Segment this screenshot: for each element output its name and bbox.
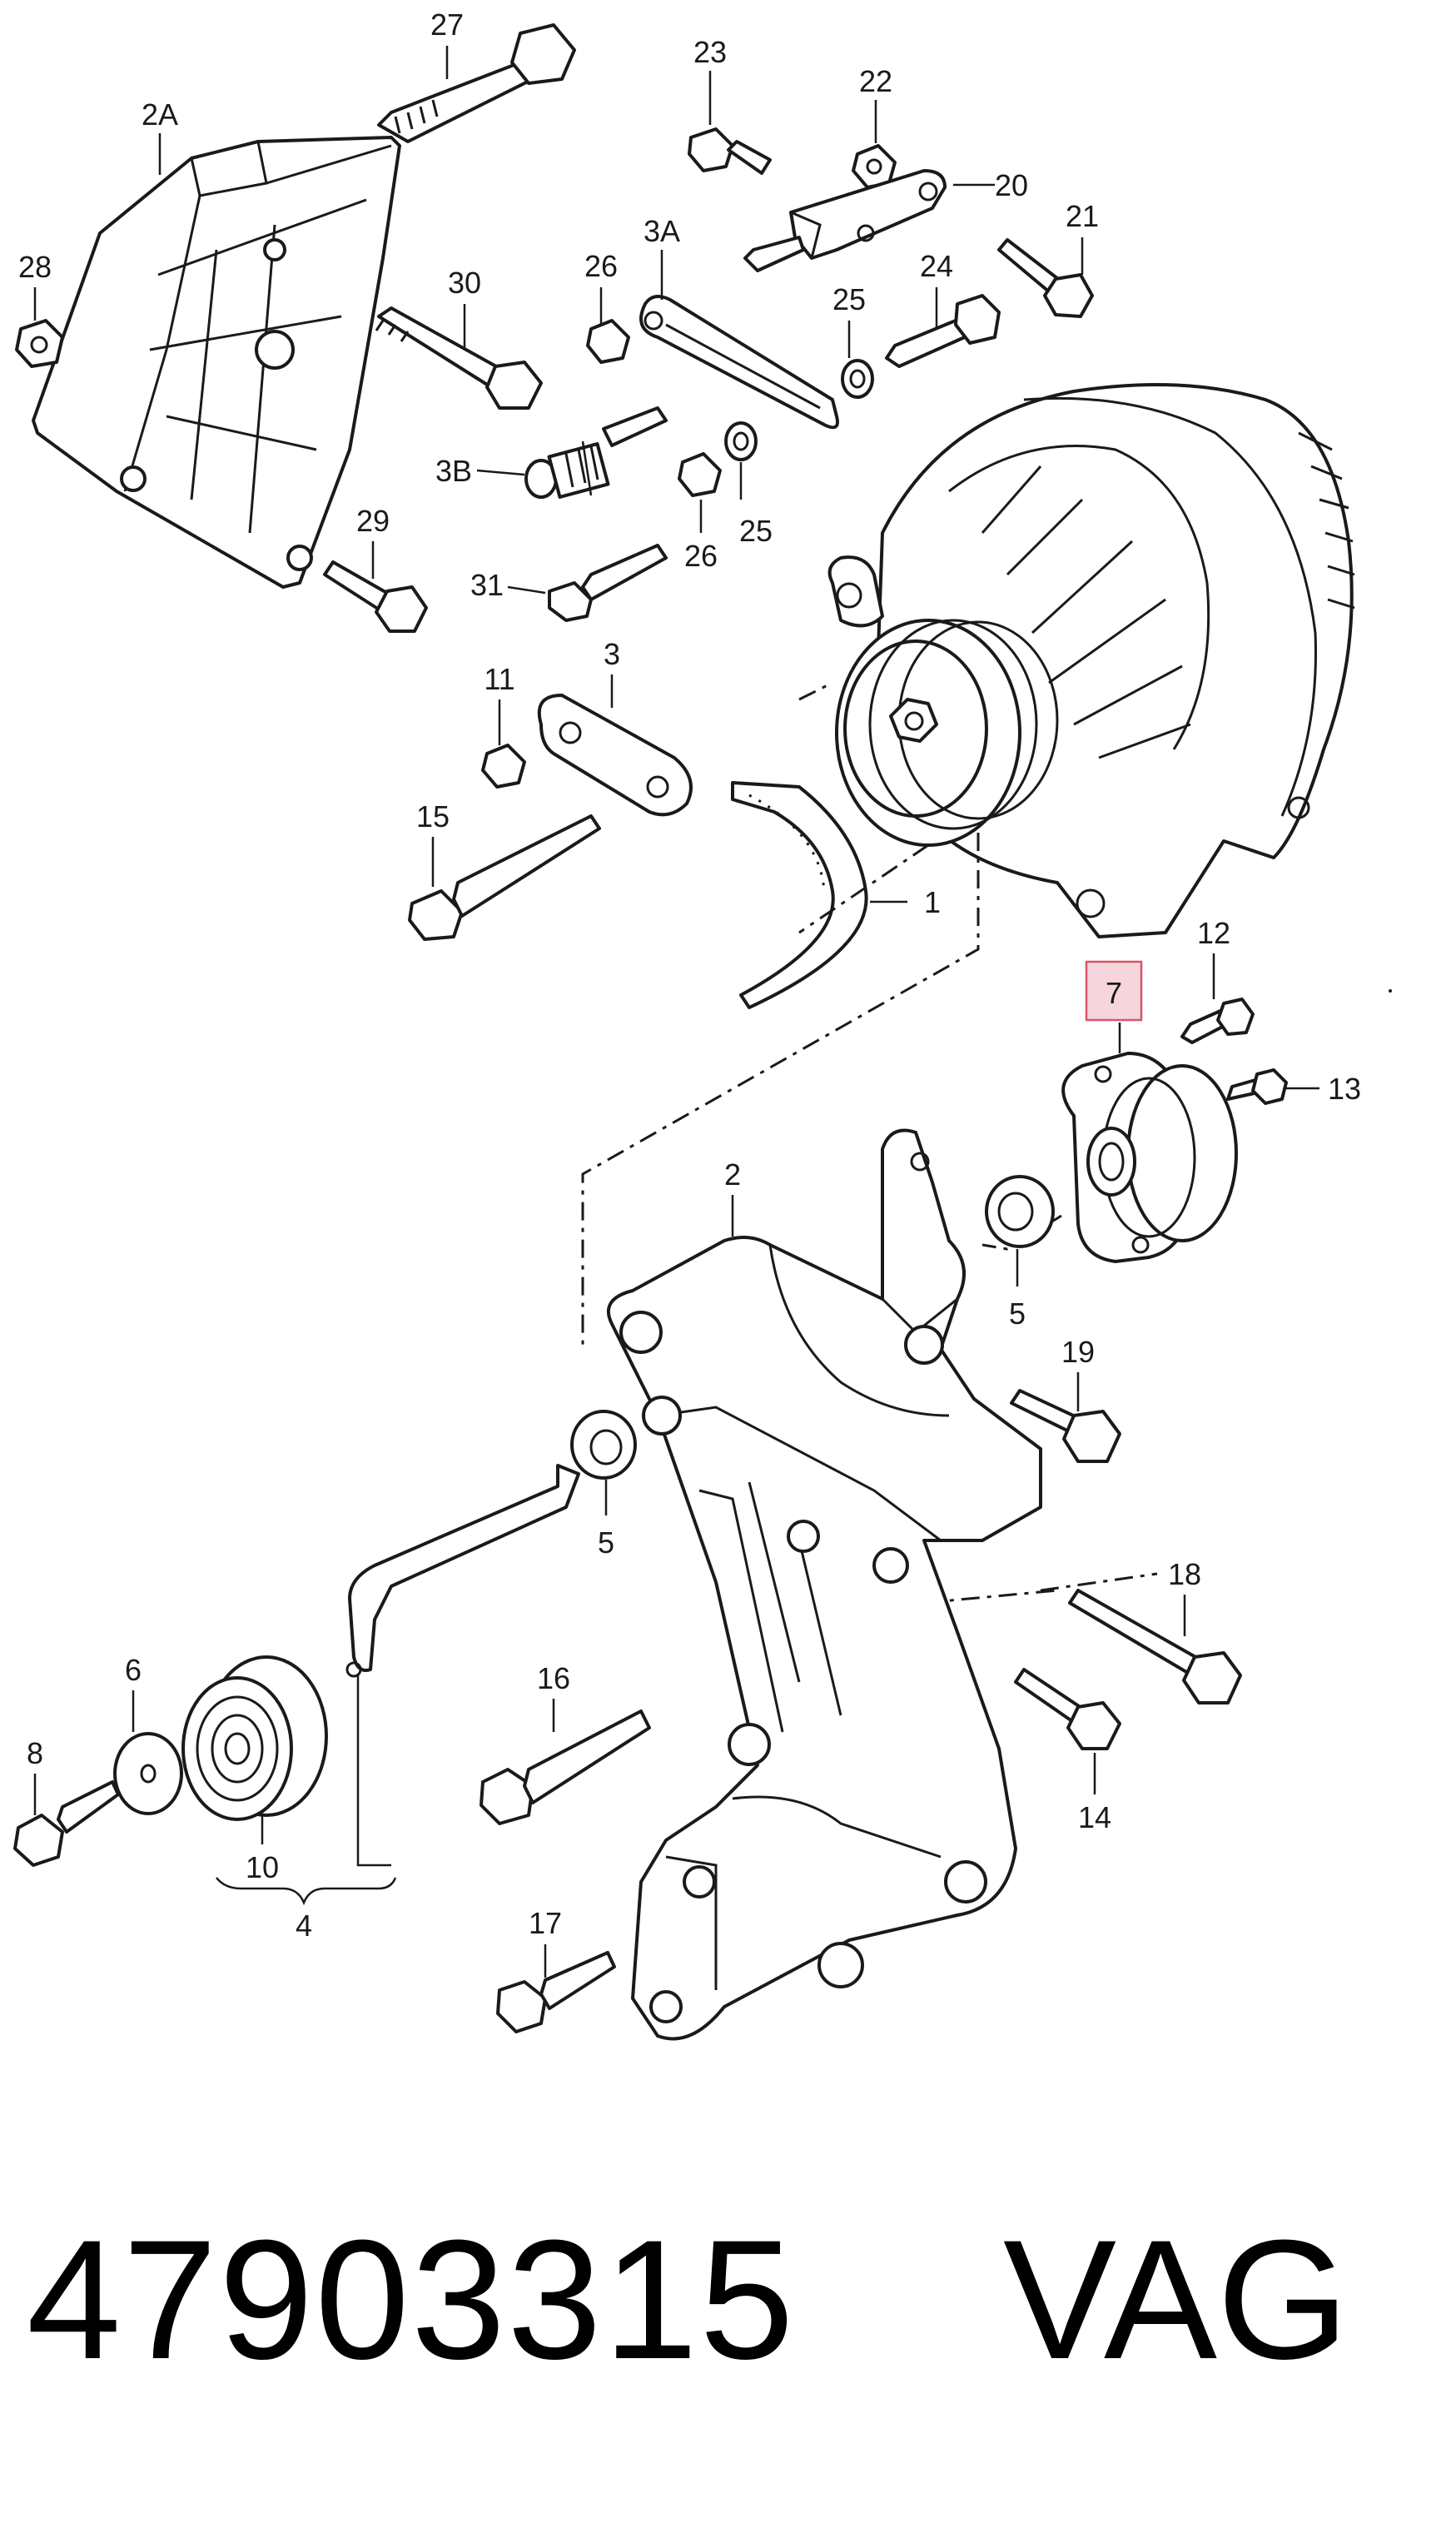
callout-7[interactable]: 7 [1106, 976, 1122, 1010]
callout-31: 31 [470, 568, 504, 602]
callout-17: 17 [529, 1906, 562, 1940]
callout-26-lower: 26 [684, 539, 718, 573]
bracket-2a [32, 136, 401, 589]
callout-20: 20 [995, 168, 1028, 202]
nut-28 [15, 319, 64, 368]
washer-6 [113, 1732, 183, 1815]
callout-2a: 2A [142, 97, 178, 132]
stud-3a-pin [743, 236, 805, 272]
bolt-8 [13, 1780, 120, 1867]
bolt-23 [688, 127, 772, 175]
plate-3 [537, 694, 693, 817]
callout-5-upper: 5 [1009, 1296, 1026, 1331]
bolt-17 [496, 1951, 616, 2033]
highlight-box-7 [1085, 960, 1143, 1022]
bolt-19 [1010, 1389, 1121, 1463]
belt-1 [731, 781, 868, 1009]
callout-5-lower: 5 [598, 1525, 614, 1560]
callout-16: 16 [537, 1661, 570, 1695]
callout-6: 6 [125, 1653, 142, 1687]
callout-12: 12 [1197, 916, 1230, 950]
callout-22: 22 [859, 64, 892, 98]
callout-25-upper: 25 [832, 282, 866, 316]
callout-labels: 27 2A 28 30 29 23 22 20 21 3A 26 25 24 3… [18, 7, 1361, 1943]
callout-24: 24 [920, 249, 953, 283]
bracket-20 [789, 169, 947, 260]
callout-15: 15 [416, 799, 450, 834]
bracket-2 [607, 1128, 1042, 2041]
callout-10: 10 [246, 1850, 279, 1884]
callout-26-upper: 26 [584, 249, 618, 283]
callout-3: 3 [604, 637, 620, 671]
bushing-5-lower [570, 1410, 637, 1480]
bushing-5-upper [985, 1175, 1055, 1248]
bolt-29 [323, 560, 428, 633]
bolt-15 [408, 814, 601, 941]
callout-21: 21 [1066, 199, 1099, 233]
callout-19: 19 [1061, 1335, 1095, 1369]
callout-13: 13 [1328, 1072, 1361, 1106]
idler-pulley-10 [181, 1655, 328, 1821]
tensioner-3b [524, 406, 668, 499]
bolt-16 [480, 1709, 651, 1825]
tensioner-pulley-7 [1061, 1052, 1238, 1263]
nut-11 [481, 744, 526, 789]
callout-29: 29 [356, 504, 390, 538]
bolt-27 [377, 23, 576, 143]
callout-8: 8 [27, 1736, 43, 1770]
callout-3a: 3A [644, 214, 680, 248]
nut-26-lower [678, 452, 722, 497]
bolt-12 [1180, 998, 1255, 1044]
callout-25-lower: 25 [739, 514, 773, 548]
callout-1: 1 [924, 885, 941, 919]
bolt-21 [997, 238, 1094, 318]
stray-mark [1389, 989, 1392, 993]
washer-25-upper [841, 359, 874, 399]
callout-30: 30 [448, 266, 481, 300]
callout-14: 14 [1078, 1800, 1111, 1834]
link-3a [639, 295, 839, 430]
nut-26-upper [586, 319, 630, 364]
bolt-14 [1014, 1668, 1121, 1750]
rod-4 [345, 1464, 580, 1678]
bolt-18 [1068, 1589, 1242, 1704]
callout-23: 23 [693, 35, 727, 69]
callout-28: 28 [18, 250, 52, 284]
washer-25-lower [724, 421, 758, 461]
alternator [827, 383, 1355, 938]
bolt-30 [375, 306, 543, 410]
leader-lines [33, 46, 1319, 1978]
callout-18: 18 [1168, 1557, 1201, 1591]
callout-11: 11 [484, 662, 514, 696]
callout-2: 2 [724, 1157, 741, 1192]
brand-name: VAG [1003, 2205, 1349, 2395]
bolt-31 [548, 544, 668, 622]
part-number: 47903315 [27, 2205, 796, 2395]
callout-3b: 3B [435, 454, 472, 488]
callout-27: 27 [430, 7, 464, 42]
bolt-24 [885, 294, 1001, 368]
bolt-13 [1226, 1068, 1288, 1105]
callout-4: 4 [296, 1908, 312, 1943]
